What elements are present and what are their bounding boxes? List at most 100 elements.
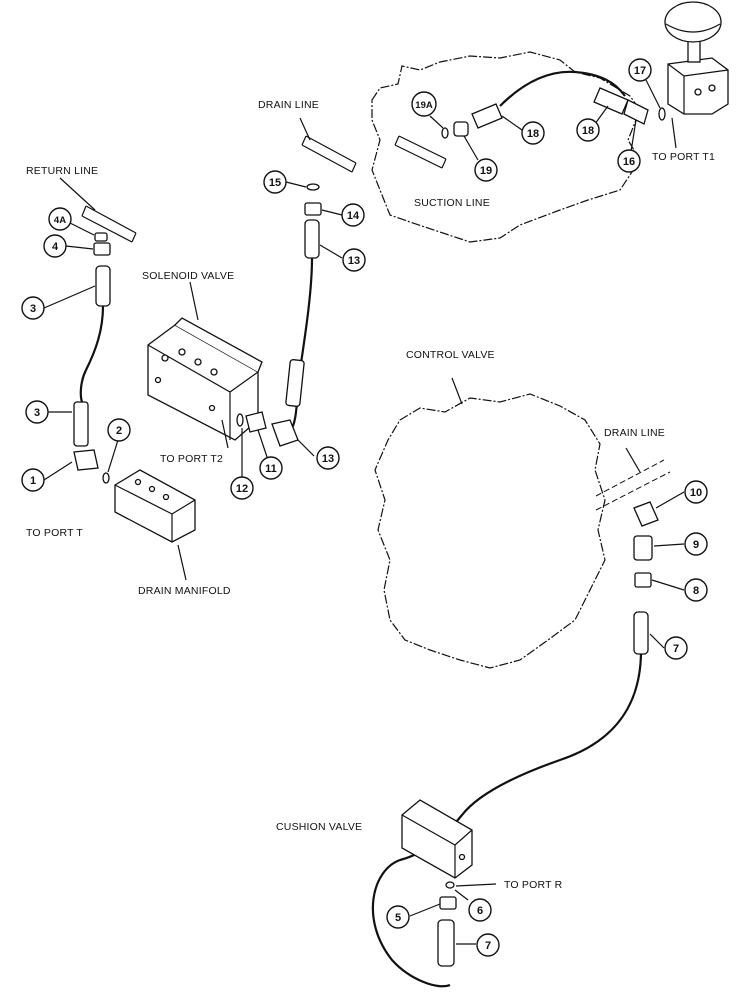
hose-18 — [499, 70, 626, 107]
svg-text:11: 11 — [265, 463, 277, 475]
svg-text:3: 3 — [30, 303, 36, 315]
drain-manifold — [114, 469, 196, 581]
svg-text:14: 14 — [347, 210, 360, 222]
callout-18-right: 18 — [576, 118, 600, 142]
return-line-pipe — [81, 205, 137, 243]
cushion-valve-assembly — [371, 653, 643, 988]
svg-text:4A: 4A — [54, 215, 66, 226]
adapter-18-left — [471, 103, 503, 129]
upper-drain-line-assembly — [271, 117, 357, 447]
svg-text:4: 4 — [52, 241, 59, 253]
svg-text:7: 7 — [673, 643, 679, 655]
fitting-8 — [634, 572, 652, 588]
callout-15: 15 — [263, 170, 287, 194]
fitting-19 — [453, 121, 469, 137]
svg-text:1: 1 — [30, 475, 36, 487]
label-to-port-t: TO PORT T — [26, 527, 83, 539]
elbow-10 — [633, 501, 659, 527]
svg-text:12: 12 — [236, 483, 248, 495]
label-control-valve: CONTROL VALVE — [406, 349, 495, 361]
pilot-valve-block — [667, 57, 729, 115]
label-to-port-t2: TO PORT T2 — [160, 453, 223, 465]
elbow-16 — [623, 99, 649, 125]
callout-18-left: 18 — [521, 121, 545, 145]
o-ring-2 — [102, 472, 110, 484]
label-suction-line: SUCTION LINE — [414, 197, 490, 209]
callout-12: 12 — [230, 476, 254, 500]
callout-13-upper: 13 — [342, 248, 366, 272]
hose-3-lower-fitting — [73, 401, 89, 447]
callout-16: 16 — [617, 149, 641, 173]
callout-10: 10 — [684, 480, 708, 504]
svg-text:9: 9 — [693, 539, 699, 551]
o-ring-17 — [658, 107, 666, 121]
control-valve — [374, 377, 671, 669]
svg-text:13: 13 — [348, 255, 360, 267]
callout-9: 9 — [684, 532, 708, 556]
svg-text:5: 5 — [395, 912, 401, 924]
label-cushion-valve: CUSHION VALVE — [276, 821, 362, 833]
joystick-knob — [664, 1, 722, 43]
hose-7-lower-fitting — [437, 919, 455, 967]
solenoid-valve-assembly — [147, 281, 267, 449]
fitting-9 — [633, 535, 653, 561]
drain-line-top-pipe — [301, 135, 357, 173]
callout-3-upper: 3 — [21, 296, 45, 320]
fitting-4a — [94, 232, 108, 242]
fitting-18-right — [593, 87, 629, 115]
hose-13-upper-fitting — [304, 219, 320, 259]
callout-8: 8 — [684, 578, 708, 602]
upper-right-assembly — [371, 1, 729, 243]
label-drain-manifold: DRAIN MANIFOLD — [138, 585, 231, 597]
svg-text:3: 3 — [34, 407, 40, 419]
o-ring-12 — [236, 413, 244, 427]
svg-text:15: 15 — [269, 177, 281, 189]
svg-text:6: 6 — [477, 905, 483, 917]
svg-text:7: 7 — [485, 940, 491, 952]
joystick-stem — [687, 39, 701, 63]
callout-7-upper: 7 — [664, 636, 688, 660]
drain-line-right-pipe — [595, 459, 671, 511]
callout-11: 11 — [259, 456, 283, 480]
hose-3-upper-fitting — [95, 265, 111, 307]
leader-lines — [43, 71, 685, 945]
callout-7-lower: 7 — [476, 933, 500, 957]
callout-17: 17 — [628, 58, 652, 82]
callout-13-lower: 13 — [316, 446, 340, 470]
callout-6: 6 — [468, 898, 492, 922]
label-to-port-t1: TO PORT T1 — [652, 151, 715, 163]
o-ring-6 — [445, 881, 455, 889]
fitting-5 — [439, 896, 457, 910]
fitting-14 — [304, 202, 322, 216]
pump-housing-outline — [371, 51, 641, 243]
return-line-assembly — [59, 177, 137, 484]
svg-text:18: 18 — [582, 125, 594, 137]
label-return-line: RETURN LINE — [26, 165, 98, 177]
svg-text:8: 8 — [693, 585, 699, 597]
callout-2: 2 — [107, 418, 131, 442]
svg-text:13: 13 — [322, 453, 334, 465]
svg-text:10: 10 — [690, 487, 702, 499]
suction-line-pipe — [394, 135, 447, 169]
callout-5: 5 — [386, 905, 410, 929]
svg-text:18: 18 — [527, 128, 539, 140]
o-ring-19a — [441, 127, 449, 139]
svg-text:19A: 19A — [415, 100, 433, 111]
label-to-port-r: TO PORT R — [504, 879, 563, 891]
fitting-11 — [245, 411, 267, 433]
solenoid-valve-bracket — [174, 317, 263, 373]
callout-19a: 19A — [411, 91, 437, 117]
callout-1: 1 — [21, 468, 45, 492]
callout-19: 19 — [474, 158, 498, 182]
svg-text:16: 16 — [623, 156, 635, 168]
svg-text:2: 2 — [116, 425, 122, 437]
label-solenoid-valve: SOLENOID VALVE — [142, 270, 234, 282]
callout-14: 14 — [341, 203, 365, 227]
fitting-4 — [93, 242, 111, 256]
elbow-1 — [73, 449, 99, 471]
hose-7-upper-fitting — [633, 611, 649, 655]
svg-text:19: 19 — [480, 165, 492, 177]
o-ring-15 — [306, 183, 320, 191]
callout-3-lower: 3 — [25, 400, 49, 424]
